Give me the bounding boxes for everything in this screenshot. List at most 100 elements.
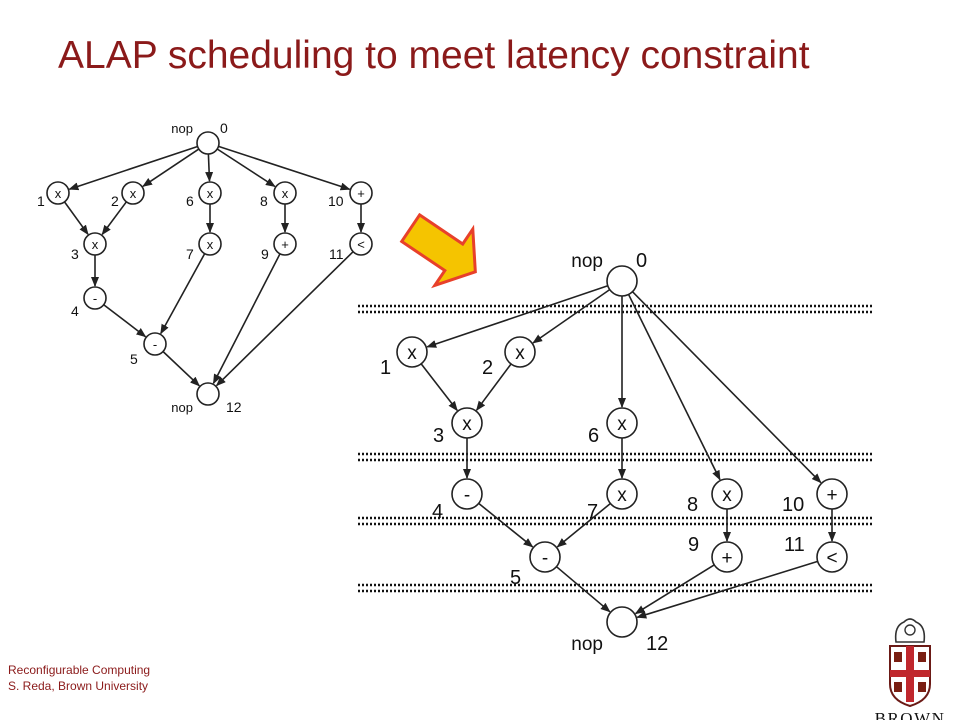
small-node-circle <box>196 382 220 406</box>
large-edge-2-to-3 <box>475 363 512 412</box>
small-node-op: - <box>93 291 97 306</box>
small-node-label: 7 <box>186 246 194 262</box>
large-node-op: nop <box>571 634 603 655</box>
small-edge-4-to-5 <box>103 304 147 338</box>
small-node-op: < <box>357 237 365 252</box>
large-node-label: 4 <box>432 501 443 523</box>
small-node-op: x <box>282 186 289 201</box>
small-edge-5-to-12 <box>162 350 201 387</box>
large-node-label: 1 <box>380 357 391 379</box>
large-node-circle <box>529 541 561 573</box>
large-node-op: < <box>826 548 837 569</box>
small-edge-1-to-3 <box>63 201 89 236</box>
large-node-6: x6 <box>588 407 638 447</box>
large-node-9: +9 <box>688 534 743 573</box>
large-node-op: x <box>462 414 472 435</box>
small-node-circle <box>273 232 297 256</box>
large-node-op: nop <box>571 251 603 272</box>
large-node-op: x <box>407 343 417 364</box>
large-node-0: nop 0 <box>571 250 647 297</box>
large-node-label: 10 <box>782 494 804 516</box>
large-node-op: - <box>542 548 548 569</box>
small-node-label: 0 <box>220 120 228 136</box>
small-node-op: + <box>281 237 289 252</box>
large-node-4: -4 <box>432 478 483 523</box>
large-graph-edges <box>420 285 836 619</box>
small-node-label: 10 <box>328 193 344 209</box>
small-edge-7-to-5 <box>160 253 206 335</box>
footer-author: S. Reda, Brown University <box>8 679 149 693</box>
large-node-2: x2 <box>482 336 536 379</box>
small-node-op: x <box>130 186 137 201</box>
large-node-circle <box>816 478 848 510</box>
small-node-11: <11 <box>329 232 373 262</box>
large-edge-9-to-12 <box>634 564 715 615</box>
large-node-1: x1 <box>380 336 428 379</box>
large-node-op: + <box>826 485 837 506</box>
large-node-circle <box>711 478 743 510</box>
slide-footer: Reconfigurable Computing S. Reda, Brown … <box>8 662 150 694</box>
small-node-3: x3 <box>71 232 107 262</box>
small-edge-0-to-6 <box>205 153 214 182</box>
small-node-1: x1 <box>37 181 70 209</box>
large-node-label: 6 <box>588 425 599 447</box>
small-node-5: -5 <box>130 332 167 367</box>
large-node-circle <box>606 265 638 297</box>
small-node-6: x6 <box>186 181 222 209</box>
small-node-label: 9 <box>261 246 269 262</box>
small-node-op: nop <box>171 400 193 415</box>
small-edge-0-to-2 <box>142 148 200 187</box>
slide-title: ALAP scheduling to meet latency constrai… <box>58 34 810 77</box>
large-edge-0-to-2 <box>532 288 611 344</box>
small-node-circle <box>349 181 373 205</box>
large-node-circle <box>396 336 428 368</box>
small-node-label: 11 <box>329 246 344 262</box>
large-node-circle <box>606 478 638 510</box>
small-node-label: 3 <box>71 246 79 262</box>
large-node-label: 5 <box>510 567 521 589</box>
small-node-label: 2 <box>111 193 119 209</box>
small-node-circle <box>198 181 222 205</box>
large-node-label: 11 <box>784 534 805 556</box>
small-node-circle <box>83 232 107 256</box>
small-node-label: 12 <box>226 399 242 415</box>
small-edge-11-to-12 <box>215 251 354 387</box>
small-node-circle <box>198 232 222 256</box>
large-node-op: x <box>617 414 627 435</box>
large-node-op: x <box>515 343 525 364</box>
small-node-op: x <box>207 186 214 201</box>
large-edge-1-to-3 <box>420 363 458 412</box>
large-node-label: 9 <box>688 534 699 556</box>
small-node-label: 8 <box>260 193 268 209</box>
large-node-11: <11 <box>784 534 848 573</box>
large-node-7: x7 <box>587 478 638 523</box>
small-node-label: 4 <box>71 303 79 319</box>
large-edge-0-to-10 <box>631 291 822 484</box>
large-node-label: 0 <box>636 250 647 272</box>
small-edge-9-to-12 <box>212 253 281 385</box>
small-node-label: 5 <box>130 351 138 367</box>
small-edge-2-to-3 <box>101 201 128 236</box>
small-node-2: x2 <box>111 181 145 209</box>
large-node-op: x <box>617 485 627 506</box>
large-edge-0-to-1 <box>426 285 609 348</box>
large-node-op: - <box>464 485 470 506</box>
small-node-circle <box>83 286 107 310</box>
large-node-circle <box>606 407 638 439</box>
large-node-circle <box>606 606 638 638</box>
small-node-label: 6 <box>186 193 194 209</box>
small-node-circle <box>121 181 145 205</box>
transform-arrow-icon <box>399 212 477 289</box>
small-node-4: -4 <box>71 286 107 319</box>
small-node-9: +9 <box>261 232 297 262</box>
large-node-circle <box>504 336 536 368</box>
logo-wordmark: BROWN <box>875 709 946 720</box>
small-node-circle <box>349 232 373 256</box>
small-node-circle <box>46 181 70 205</box>
large-node-label: 8 <box>687 494 698 516</box>
large-edge-11-to-12 <box>636 560 818 619</box>
